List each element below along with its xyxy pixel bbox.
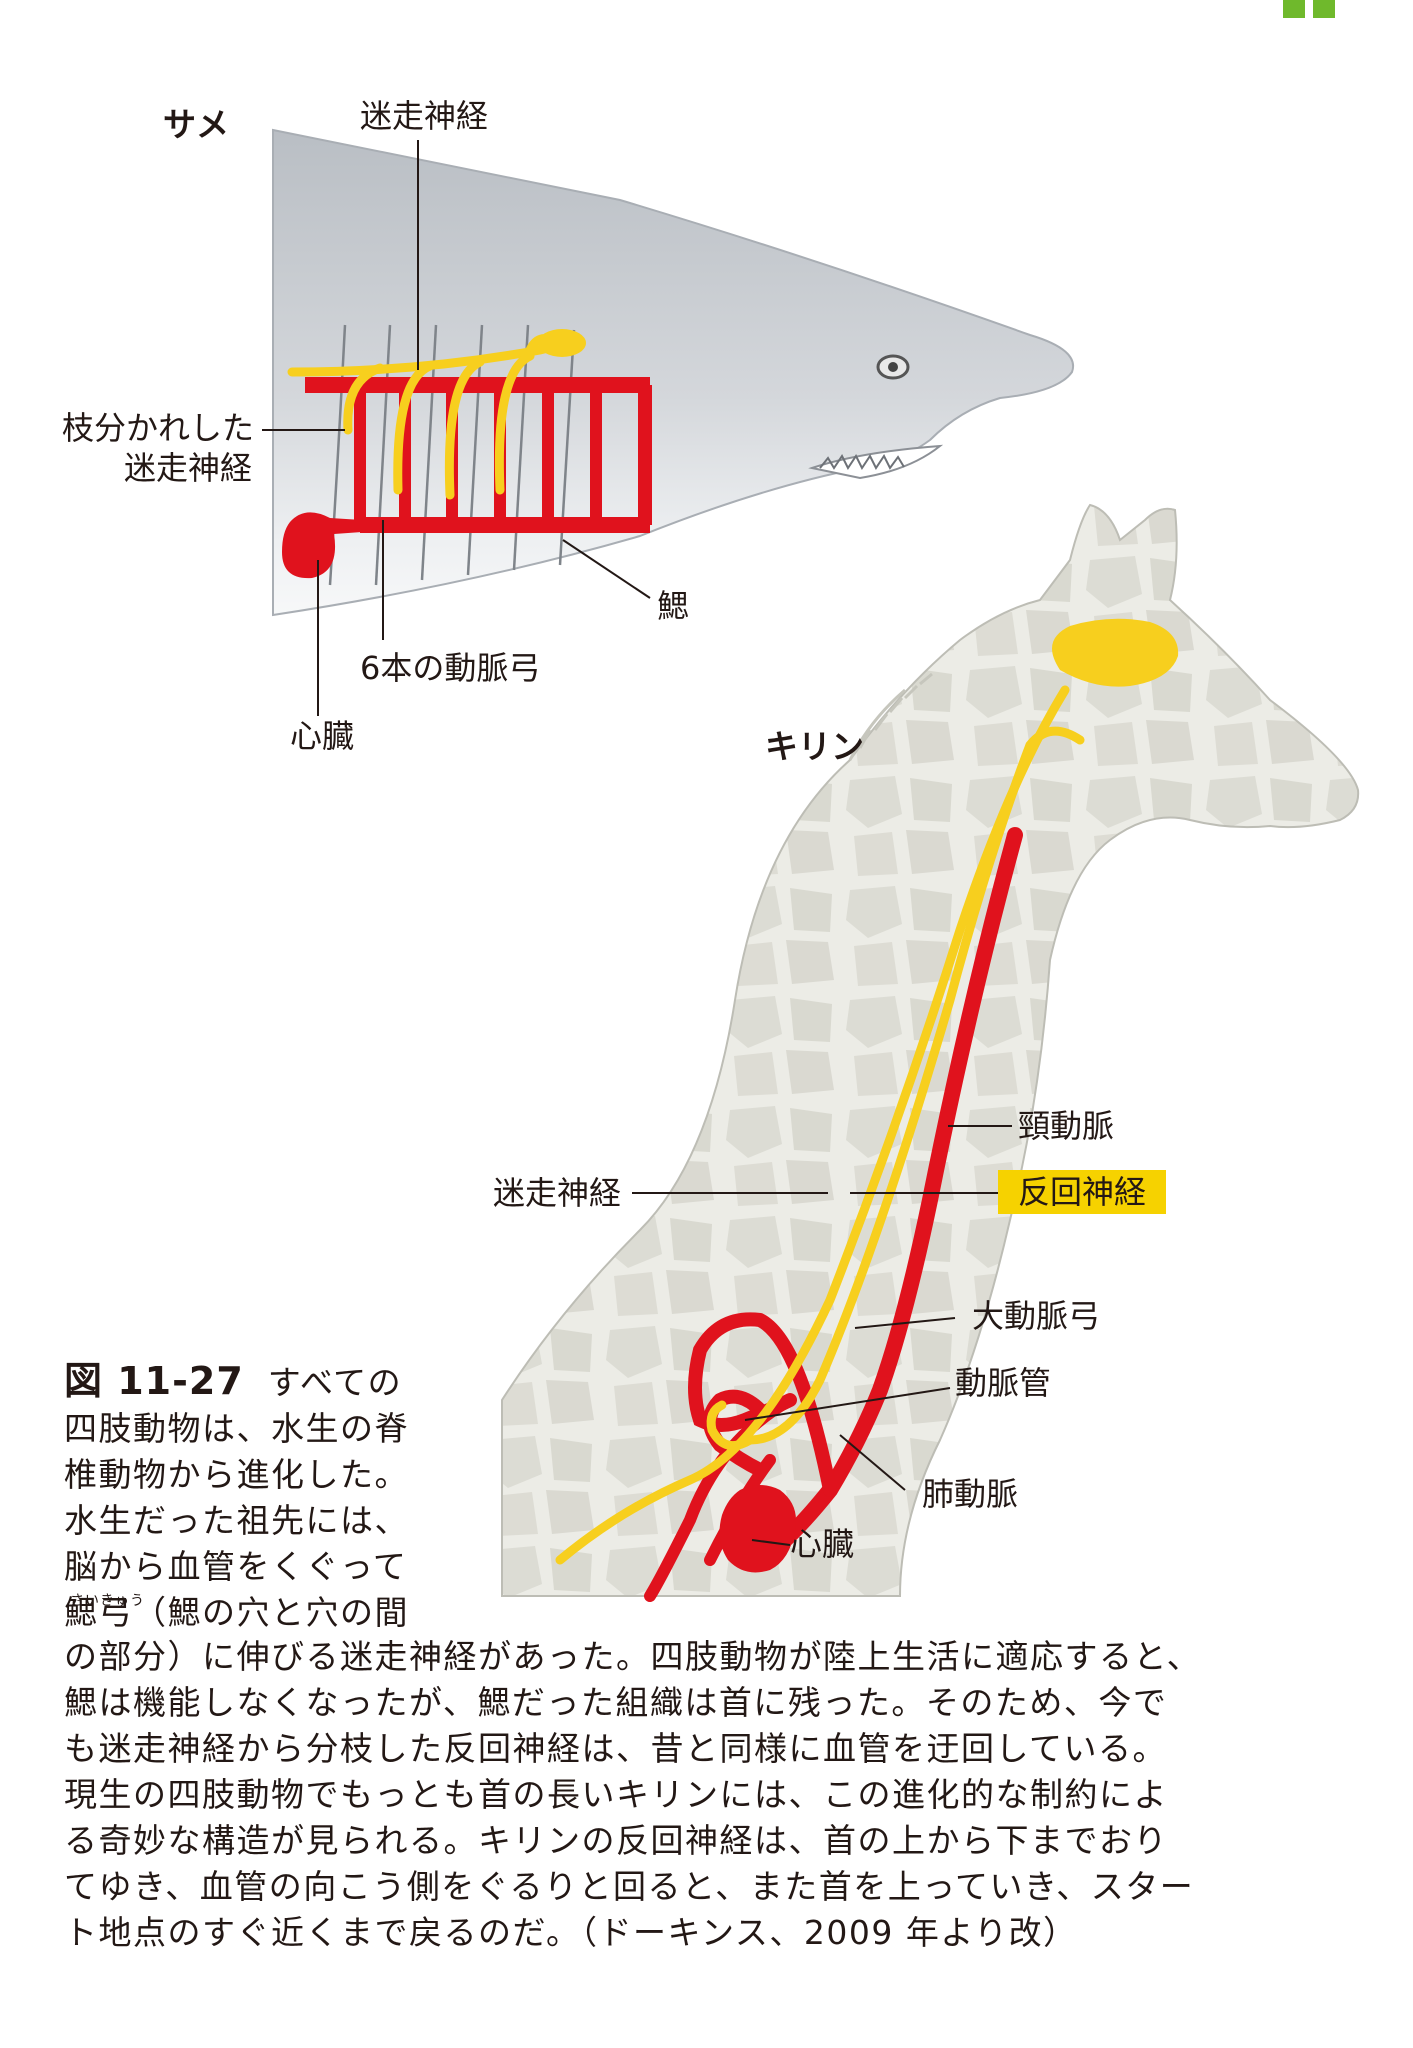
caption-line: る奇妙な構造が見られる。キリンの反回神経は、首の上から下までおり	[64, 1821, 1168, 1860]
giraffe-mane	[848, 672, 933, 761]
shark-label-heart: 心臓	[290, 717, 355, 755]
giraffe-label-recurrent-laryngeal-nerve: 反回神経	[998, 1170, 1167, 1214]
giraffe-heart	[719, 1485, 796, 1573]
shark-label-aortic-arches: 6本の動脈弓	[360, 649, 541, 687]
shark-leader-lines	[262, 140, 651, 716]
shark-heart	[282, 512, 362, 579]
giraffe-label-heart: 心臓	[790, 1525, 855, 1563]
caption-line: も迷走神経から分枝した反回神経は、昔と同様に血管を迂回している。	[64, 1729, 1168, 1768]
caption-line: すべての	[267, 1363, 403, 1402]
shark-teeth	[819, 454, 905, 470]
giraffe-illustration	[501, 503, 1360, 1602]
shark-label-branched-vagus-line2: 迷走神経	[123, 449, 252, 487]
caption-line: 椎動物から進化した。	[64, 1455, 409, 1494]
shark-brain	[538, 329, 586, 357]
giraffe-label-carotid-artery: 頸動脈	[1018, 1107, 1115, 1145]
giraffe-title: キリン	[765, 727, 864, 766]
figure-number: 図 11-27	[64, 1359, 244, 1403]
corner-tab-mark	[1283, 0, 1305, 18]
caption-line: 脳から血管をくぐって	[64, 1547, 408, 1586]
caption-ruby: さいきゅう	[70, 1593, 145, 1609]
caption-line: 水生だった祖先には、	[64, 1501, 409, 1540]
shark-label-gills: 鰓	[657, 587, 690, 625]
caption-line: 四肢動物は、水生の脊	[64, 1409, 409, 1448]
figure-caption-wide: の部分）に伸びる迷走神経があった。四肢動物が陸上生活に適応すると、 鰓は機能しな…	[64, 1634, 1364, 1956]
giraffe-label-pulmonary-artery: 肺動脈	[922, 1475, 1019, 1513]
shark-title: サメ	[163, 105, 229, 144]
giraffe-body	[501, 503, 1360, 1597]
figure-caption-narrow: 図 11-27 すべての 四肢動物は、水生の脊 椎動物から進化した。 水生だった祖…	[64, 1358, 444, 1636]
giraffe-leader-lines	[632, 1125, 1012, 1546]
caption-line: の部分）に伸びる迷走神経があった。四肢動物が陸上生活に適応すると、	[64, 1637, 1202, 1676]
caption-line: てゆき、血管の向こう側をぐるりと回ると、また首を上っていき、スター	[64, 1867, 1195, 1906]
corner-tab-mark	[1313, 0, 1335, 18]
shark-vagus-nerve	[287, 334, 565, 500]
caption-line: 現生の四肢動物でもっとも首の長いキリンには、この進化的な制約によ	[64, 1775, 1168, 1814]
giraffe-label-vagus-nerve: 迷走神経	[493, 1174, 622, 1212]
caption-line: 鰓は機能しなくなったが、鰓だった組織は首に残った。そのため、今で	[64, 1683, 1168, 1722]
giraffe-nerves	[555, 685, 1085, 1565]
giraffe-label-ductus-arteriosus: 動脈管	[955, 1364, 1052, 1402]
giraffe-brain	[1052, 618, 1179, 687]
shark-illustration	[262, 128, 1075, 716]
caption-line: ト地点のすぐ近くまで戻るのだ。（ドーキンス、2009 年より改）	[64, 1913, 1078, 1952]
caption-line: 鰓弓（鰓の穴と穴の間	[64, 1593, 409, 1632]
shark-label-branched-vagus-line1: 枝分かれした	[62, 409, 255, 447]
giraffe-label-aortic-arch: 大動脈弓	[972, 1297, 1101, 1335]
shark-label-vagus-nerve: 迷走神経	[360, 97, 489, 135]
